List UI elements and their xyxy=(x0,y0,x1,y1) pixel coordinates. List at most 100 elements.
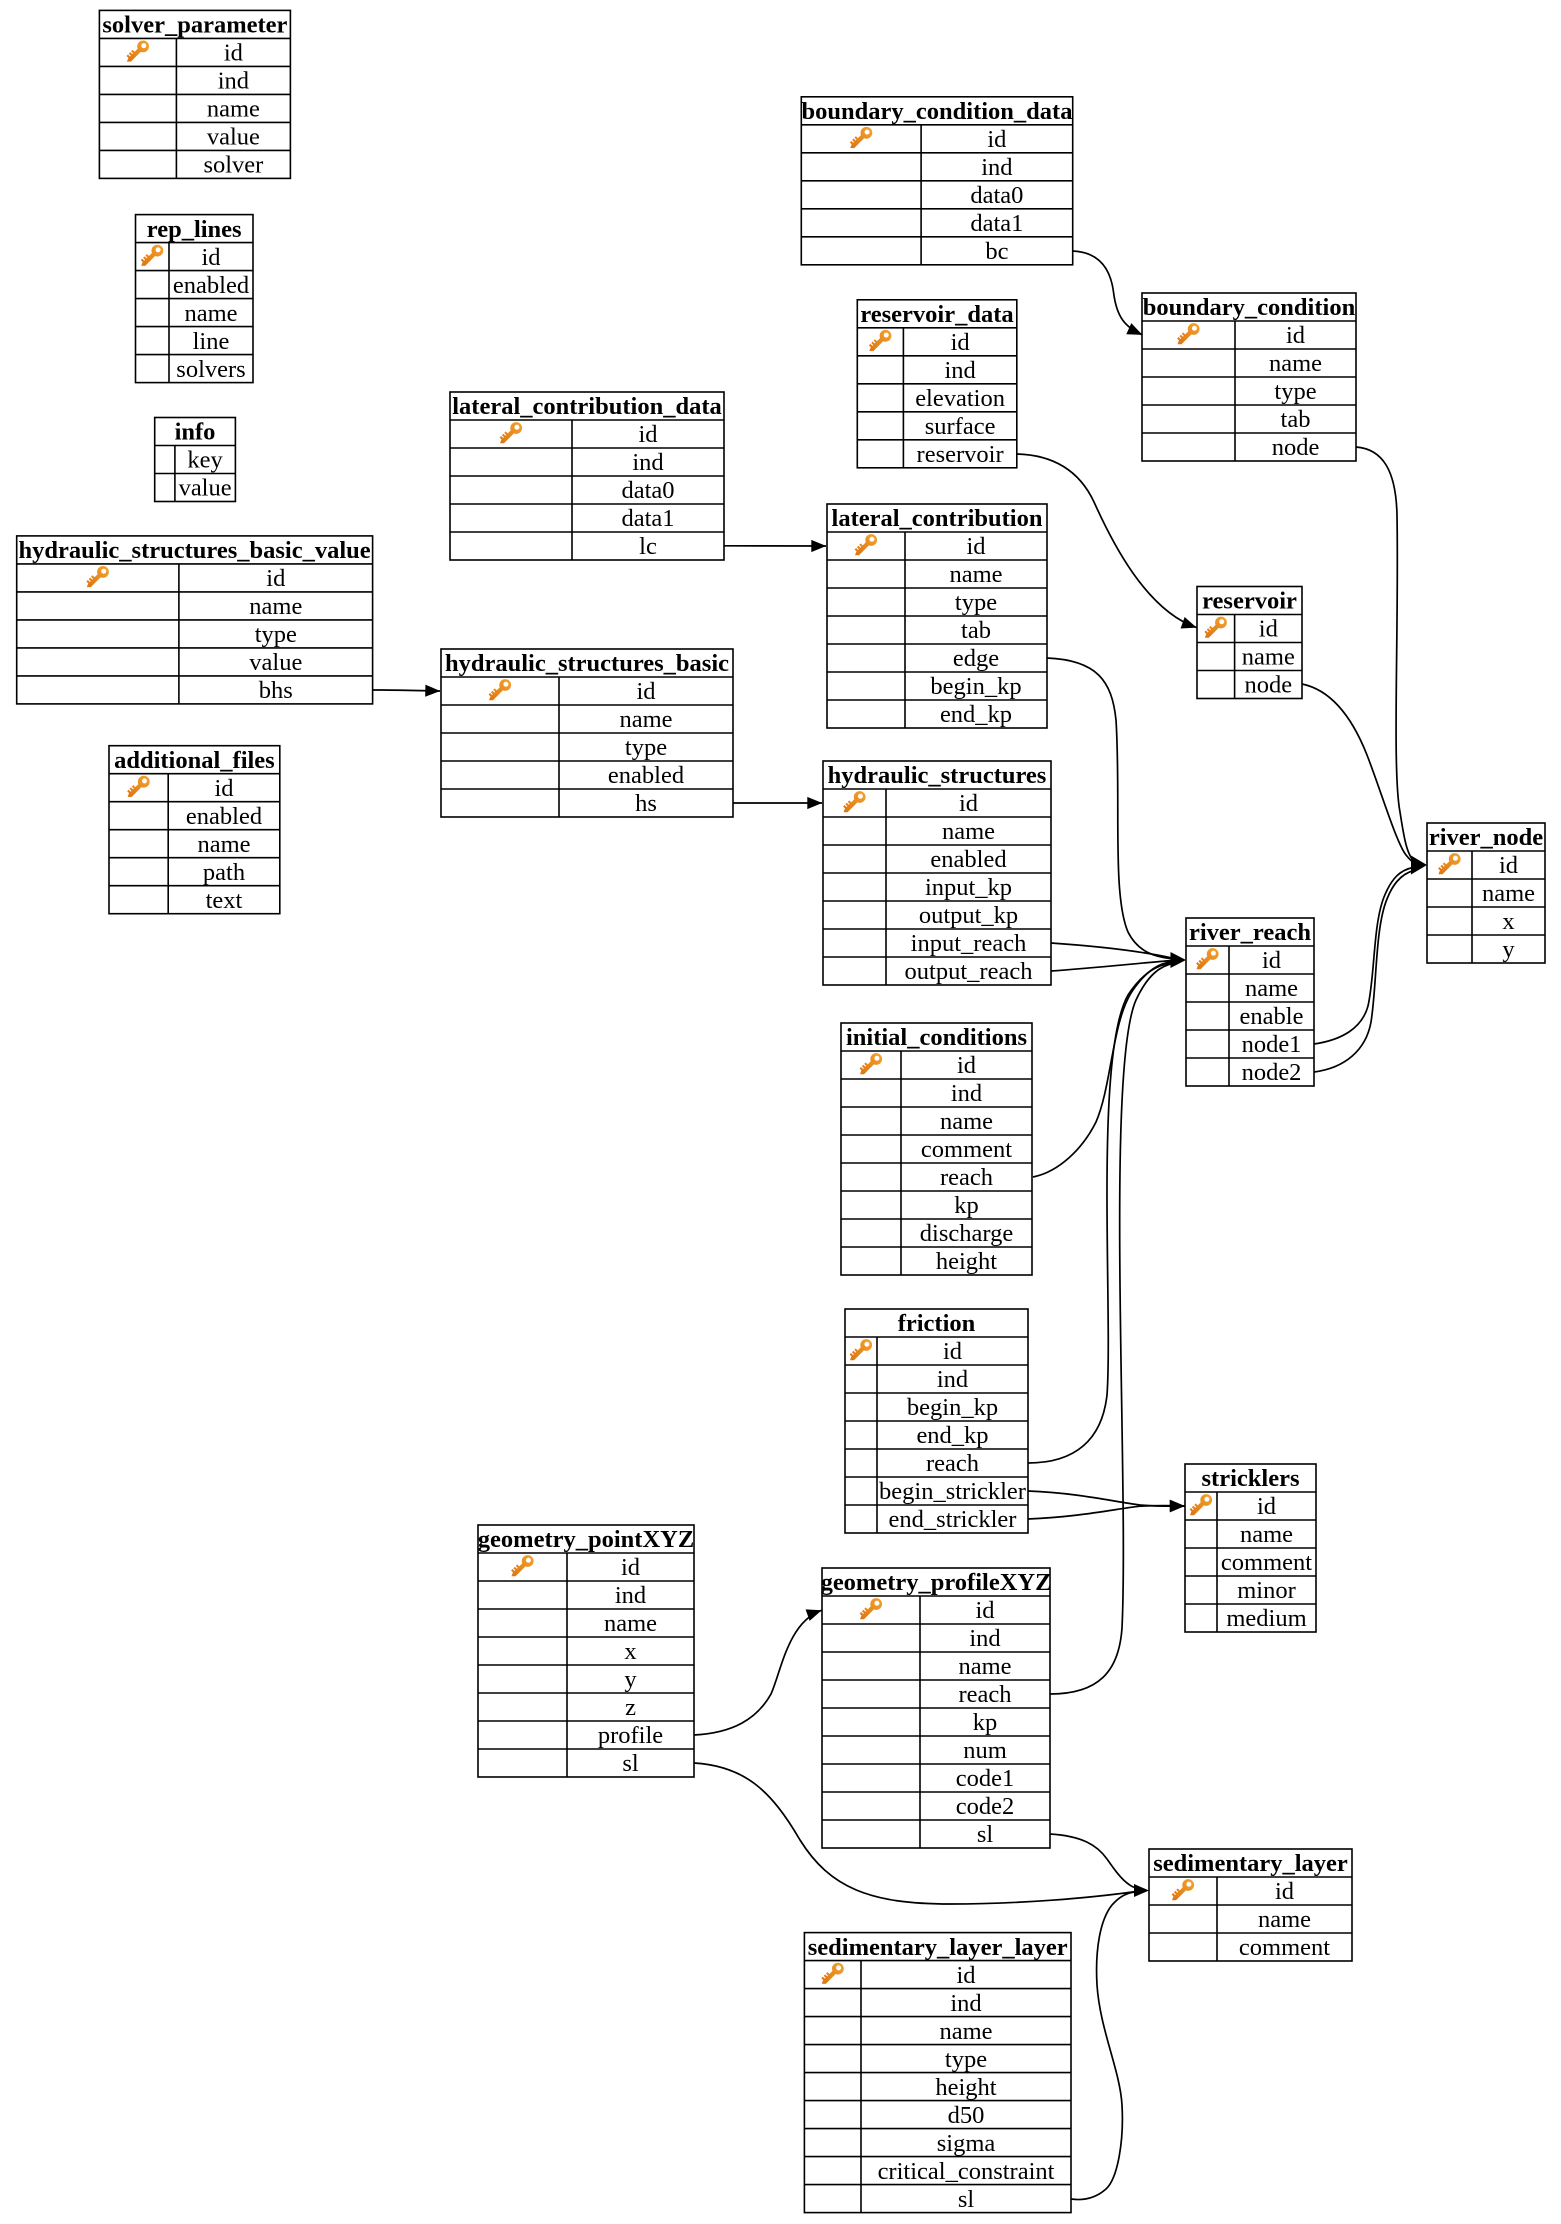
svg-text:ind: ind xyxy=(937,1366,968,1393)
svg-text:id: id xyxy=(951,329,970,356)
svg-text:value: value xyxy=(179,475,232,502)
svg-text:name: name xyxy=(1245,975,1298,1002)
svg-text:node2: node2 xyxy=(1242,1059,1302,1086)
svg-text:comment: comment xyxy=(1239,1934,1330,1961)
svg-text:hydraulic_structures_basic: hydraulic_structures_basic xyxy=(445,650,729,677)
svg-text:profile: profile xyxy=(598,1722,663,1749)
svg-text:sl: sl xyxy=(977,1821,994,1848)
svg-text:bhs: bhs xyxy=(259,677,293,704)
svg-text:kp: kp xyxy=(973,1709,998,1736)
svg-text:id: id xyxy=(1257,1493,1276,1520)
svg-text:name: name xyxy=(939,2018,992,2045)
svg-text:data1: data1 xyxy=(970,210,1023,237)
svg-text:reach: reach xyxy=(958,1681,1011,1708)
svg-text:critical_constraint: critical_constraint xyxy=(878,2158,1055,2185)
svg-text:id: id xyxy=(943,1338,962,1365)
svg-text:river_node: river_node xyxy=(1429,824,1543,851)
svg-text:additional_files: additional_files xyxy=(114,747,275,774)
svg-text:name: name xyxy=(207,96,260,123)
svg-text:solver_parameter: solver_parameter xyxy=(102,12,287,39)
svg-text:id: id xyxy=(1262,947,1281,974)
svg-text:tab: tab xyxy=(1281,406,1311,433)
svg-text:minor: minor xyxy=(1237,1577,1296,1604)
svg-text:d50: d50 xyxy=(948,2102,985,2129)
svg-text:id: id xyxy=(1275,1878,1294,1905)
svg-text:end_kp: end_kp xyxy=(940,701,1012,728)
svg-text:ind: ind xyxy=(950,1990,981,2017)
svg-text:id: id xyxy=(224,40,243,67)
svg-text:lateral_contribution_data: lateral_contribution_data xyxy=(452,393,722,420)
svg-text:output_reach: output_reach xyxy=(905,958,1033,985)
svg-text:ind: ind xyxy=(632,449,663,476)
svg-text:height: height xyxy=(935,2074,996,2101)
svg-text:num: num xyxy=(963,1737,1007,1764)
svg-text:data0: data0 xyxy=(970,182,1023,209)
svg-text:id: id xyxy=(214,775,233,802)
svg-text:type: type xyxy=(625,734,667,761)
svg-text:ind: ind xyxy=(969,1625,1000,1652)
svg-text:id: id xyxy=(638,421,657,448)
svg-text:boundary_condition_data: boundary_condition_data xyxy=(802,98,1073,125)
svg-text:name: name xyxy=(1482,880,1535,907)
svg-text:id: id xyxy=(1286,322,1305,349)
svg-text:node: node xyxy=(1272,434,1320,461)
svg-text:info: info xyxy=(175,419,216,446)
svg-text:sl: sl xyxy=(622,1750,639,1777)
svg-text:ind: ind xyxy=(951,1080,982,1107)
svg-text:name: name xyxy=(958,1653,1011,1680)
svg-text:surface: surface xyxy=(925,413,996,440)
svg-text:id: id xyxy=(966,533,985,560)
svg-text:input_reach: input_reach xyxy=(911,930,1027,957)
svg-text:solvers: solvers xyxy=(176,356,245,383)
svg-text:data1: data1 xyxy=(621,505,674,532)
svg-text:edge: edge xyxy=(953,645,999,672)
svg-text:enabled: enabled xyxy=(186,803,262,830)
svg-text:name: name xyxy=(197,831,250,858)
svg-text:name: name xyxy=(1269,350,1322,377)
svg-text:name: name xyxy=(249,593,302,620)
svg-text:type: type xyxy=(945,2046,987,2073)
svg-text:reservoir: reservoir xyxy=(917,441,1004,468)
svg-text:value: value xyxy=(207,124,260,151)
svg-text:id: id xyxy=(621,1554,640,1581)
svg-text:path: path xyxy=(203,859,245,886)
svg-text:sedimentary_layer: sedimentary_layer xyxy=(1153,1850,1348,1877)
svg-text:ind: ind xyxy=(981,154,1012,181)
svg-text:elevation: elevation xyxy=(915,385,1005,412)
svg-text:id: id xyxy=(959,790,978,817)
svg-text:line: line xyxy=(193,328,230,355)
svg-text:medium: medium xyxy=(1226,1605,1306,1632)
svg-text:geometry_profileXYZ: geometry_profileXYZ xyxy=(821,1569,1052,1596)
svg-text:z: z xyxy=(625,1694,636,1721)
svg-text:hydraulic_structures: hydraulic_structures xyxy=(828,762,1047,789)
svg-text:river_reach: river_reach xyxy=(1189,919,1311,946)
svg-text:enabled: enabled xyxy=(173,272,249,299)
svg-text:enabled: enabled xyxy=(930,846,1006,873)
svg-text:ind: ind xyxy=(218,68,249,95)
svg-text:name: name xyxy=(604,1610,657,1637)
svg-text:boundary_condition: boundary_condition xyxy=(1143,294,1356,321)
svg-text:friction: friction xyxy=(898,1310,976,1337)
svg-text:name: name xyxy=(942,818,995,845)
svg-text:reach: reach xyxy=(940,1164,993,1191)
svg-text:name: name xyxy=(1258,1906,1311,1933)
svg-text:enable: enable xyxy=(1240,1003,1304,1030)
svg-text:geometry_pointXYZ: geometry_pointXYZ xyxy=(478,1526,694,1553)
svg-text:sigma: sigma xyxy=(937,2130,996,2157)
svg-text:hydraulic_structures_basic_val: hydraulic_structures_basic_value xyxy=(19,537,371,564)
svg-text:kp: kp xyxy=(954,1192,979,1219)
svg-text:begin_kp: begin_kp xyxy=(930,673,1021,700)
svg-text:bc: bc xyxy=(985,238,1008,265)
svg-text:comment: comment xyxy=(921,1136,1012,1163)
svg-text:hs: hs xyxy=(635,790,657,817)
svg-text:id: id xyxy=(1259,616,1278,643)
svg-text:tab: tab xyxy=(961,617,991,644)
svg-text:text: text xyxy=(206,887,243,914)
svg-text:id: id xyxy=(956,1962,975,1989)
svg-text:node: node xyxy=(1244,672,1292,699)
svg-text:id: id xyxy=(957,1052,976,1079)
svg-text:id: id xyxy=(266,565,285,592)
svg-text:name: name xyxy=(1240,1521,1293,1548)
svg-text:begin_strickler: begin_strickler xyxy=(879,1478,1026,1505)
svg-text:name: name xyxy=(949,561,1002,588)
